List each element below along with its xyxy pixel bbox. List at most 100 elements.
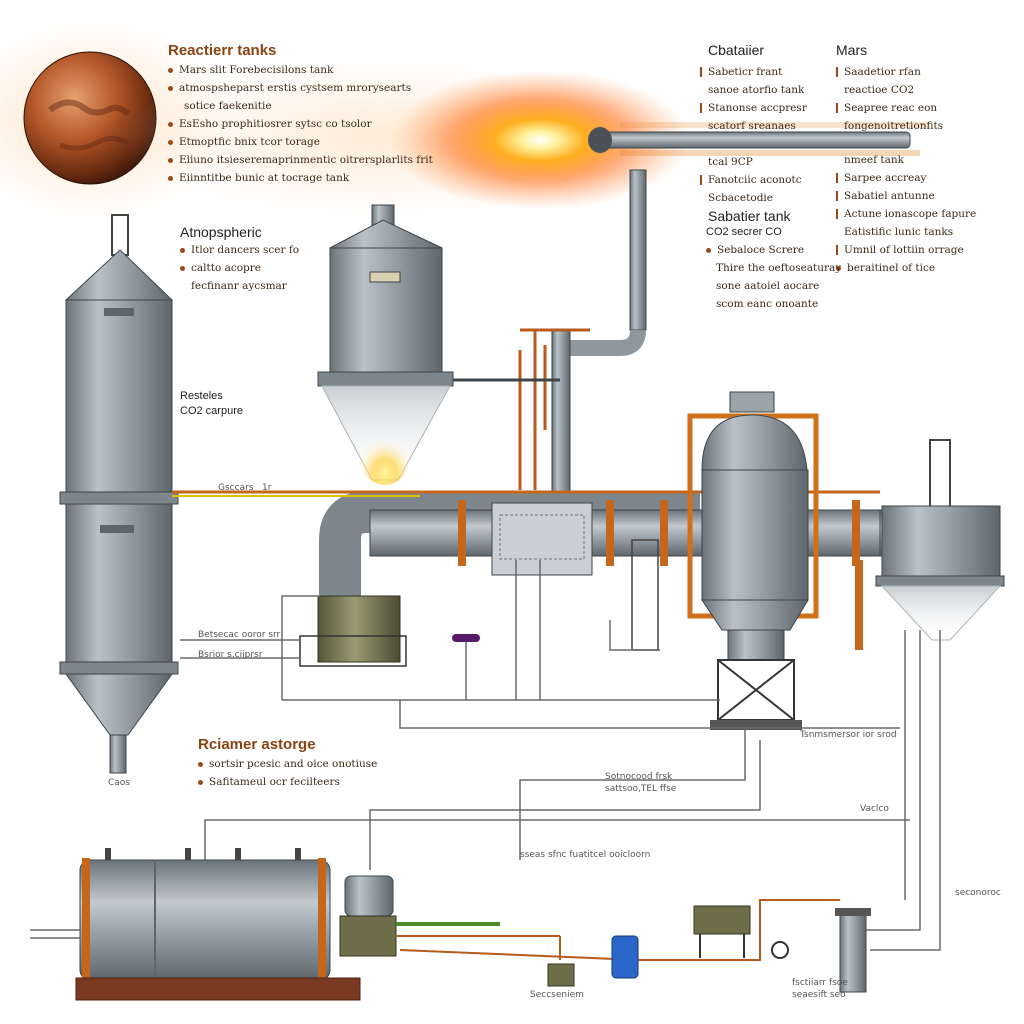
sabatier-tank-title: Sabatier tank: [708, 208, 791, 224]
list-item: nmeef tank: [844, 154, 904, 166]
section-label: sattsoo,TEL ffse: [605, 784, 677, 794]
storage-tank: [79, 859, 331, 981]
flame: [390, 70, 690, 210]
control-box: [693, 905, 751, 935]
exchanger-grille: [499, 514, 585, 560]
mars-list: Saadetior rfan reactioe CO2 Seapree reac…: [836, 66, 976, 280]
tower-hopper: [65, 673, 173, 736]
reactor-bottom: [701, 599, 809, 631]
mars-surface-marking: [48, 99, 131, 117]
tank-label-plate: [369, 271, 401, 283]
right-vent-ladder: [929, 439, 951, 509]
reactor-vessel: [701, 469, 809, 601]
list-item: beraitinel of tice: [836, 262, 976, 274]
upper-tank: [329, 247, 443, 374]
list-item: Actune ionascope fapure: [836, 208, 976, 220]
spark-trail: [620, 122, 930, 128]
tower-flange: [59, 661, 179, 675]
list-item: Umnil of lottiin orrage: [836, 244, 976, 256]
marker-valve: [452, 634, 480, 642]
list-item: Itlor dancers scer fo: [180, 244, 299, 256]
pipe-flange: [852, 500, 860, 566]
reactor-top-box: [729, 391, 775, 413]
list-item: CO2 secrer CO: [706, 226, 782, 238]
right-tank-cone: [880, 585, 1002, 641]
reclaimer-title: Rciamer astorge: [198, 736, 316, 753]
list-item: Eatistific lunic tanks: [844, 226, 954, 238]
separator-column: [839, 909, 867, 993]
list-item: Eliuno itsieseremaprinmentic oitrersplar…: [168, 154, 433, 166]
pipe-label: Gsccars 1r: [218, 483, 272, 493]
valve-icon: [185, 848, 191, 860]
reactor-base: [710, 720, 802, 730]
list-item: sone aatoiel aocare: [716, 280, 820, 292]
reclaimer-list: sortsir pcesic and oice onotiuse Safitam…: [198, 758, 377, 794]
pipe-label: Betsecac ooror srr: [198, 630, 281, 640]
pipe-flange: [458, 500, 466, 566]
section-label: Sotnocood frsk: [605, 772, 673, 782]
list-item: atmospsheparst erstis cystsem mroryseart…: [168, 82, 433, 94]
mars-title: Mars: [836, 42, 868, 58]
valve-icon: [105, 848, 111, 860]
list-item: scatorf sreanaes: [708, 120, 796, 132]
list-item: fongenoitretionfits: [844, 120, 944, 132]
signal-lines: [30, 560, 941, 951]
list-item: Fanotciic aconotc: [700, 174, 807, 186]
storage-band: [82, 858, 90, 982]
copper-riser: [855, 560, 863, 650]
right-tank-ring: [875, 575, 1005, 587]
storage-base: [75, 977, 361, 1001]
sabatier-tank-list: CO2 secrer CO Sebaloce Screre Thire the …: [706, 226, 841, 316]
valve-icon: [295, 848, 301, 860]
nozzle: [588, 127, 612, 153]
list-item: reactioe CO2: [844, 84, 915, 96]
list-item: Stanonse accpresr: [700, 102, 807, 114]
list-item: Sarpee accreay: [836, 172, 976, 184]
list-item: Saadetior rfan: [836, 66, 976, 78]
list-item: tcal 9CP: [708, 156, 753, 168]
pump: [344, 875, 394, 917]
list-item: Sabeticr frant: [700, 66, 807, 78]
tower-plate: [104, 308, 134, 316]
blue-motor: [611, 935, 639, 979]
list-item: Etmoptfic bnix tcor torage: [168, 136, 433, 148]
right-tank: [881, 505, 1001, 579]
hot-zone: [359, 425, 411, 485]
pump-base: [339, 915, 397, 957]
tank-ring: [317, 371, 454, 387]
gauge-label: Tsnmsmersor ior srod: [800, 730, 897, 740]
sabatier-title: Cbataiier: [708, 42, 765, 58]
copper-lines: [518, 328, 590, 490]
spark-trail: [620, 150, 920, 156]
valve-icon: [235, 848, 241, 860]
tower-ladder: [111, 214, 129, 256]
tower-upper: [65, 299, 173, 496]
bottom-label: Seccseniem: [530, 990, 584, 1000]
list-item: scom eanc onoante: [716, 298, 819, 310]
storage-band: [318, 858, 326, 982]
list-item: EsEsho prophitiosrer sytsc co tsolor: [168, 118, 433, 130]
list-item: Seapree reac eon: [836, 102, 976, 114]
reactor-neck: [727, 629, 785, 661]
reactor-brace: [717, 659, 795, 721]
small-controller: [547, 963, 575, 987]
list-item: fecfinanr aycsmar: [191, 280, 287, 292]
main-pipe-elbow: [319, 491, 700, 600]
tower-flange: [59, 491, 179, 505]
list-item: Eiinntitbe bunic at tocrage tank: [168, 172, 433, 184]
middle-label: sseas sfnc fuatitcel ooicloorn: [520, 850, 651, 860]
bottom-right-label: seaesift seo: [792, 990, 846, 1000]
co2-capture-label: CO2 carpure: [180, 405, 243, 417]
list-item: Sebaloce Screre: [706, 244, 841, 256]
separator-cap: [835, 908, 871, 916]
list-item: Safitameul ocr fecilteers: [198, 776, 377, 788]
list-item: caltto acopre: [180, 262, 299, 274]
sabatier-list: Sabeticr frant sanoe atorfio tank Stanon…: [700, 66, 807, 210]
list-item: sanoe atorfio tank: [708, 84, 805, 96]
pipe-label: Bsrior s.ciiprsr: [198, 650, 263, 660]
copper-line: [399, 949, 641, 961]
tower-base-label: Caos: [108, 778, 130, 788]
mars-surface-marking: [59, 135, 130, 151]
list-item: Sabatiel antunne: [836, 190, 976, 202]
